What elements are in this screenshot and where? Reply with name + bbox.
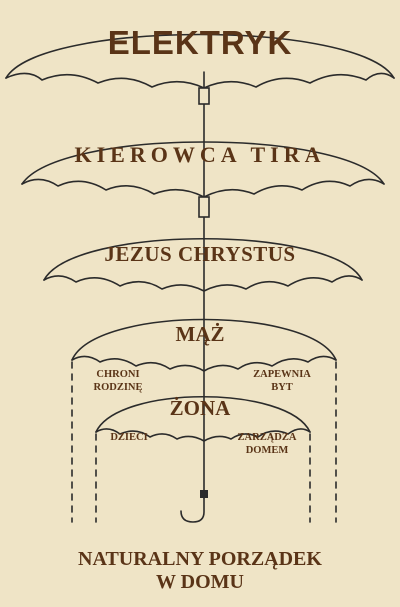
maz-left-note-line: RODZINĘ (93, 382, 143, 393)
zona-left-note: DZIECI (102, 431, 156, 444)
umbrella-label-jezus: JEZUS CHRYSTUS (104, 242, 296, 266)
umbrella-label-maz: MĄŻ (175, 322, 225, 346)
caption: NATURALNY PORZĄDEK W DOMU (0, 548, 400, 594)
umbrella-label-elektryk: ELEKTRYK (107, 24, 293, 61)
umbrella-maz (71, 318, 337, 523)
maz-right-note-line: BYT (271, 382, 293, 393)
umbrella-zona (95, 396, 311, 523)
zona-right-note-line: DOMEM (245, 445, 289, 456)
umbrella-label-zona: ŻONA (169, 396, 231, 420)
umbrella-handle (180, 495, 205, 523)
umbrella-elektryk (5, 33, 395, 105)
maz-left-note-line: CHRONI (96, 369, 140, 380)
maz-left-note: CHRONI RODZINĘ (86, 368, 150, 394)
maz-right-note: ZAPEWNIA BYT (250, 368, 314, 394)
zona-right-note-line: ZARZĄDZA (237, 432, 297, 443)
umbrella-label-kierowca: KIEROWCA TIRA (74, 142, 326, 167)
umbrella-jezus (43, 237, 363, 292)
caption-line: W DOMU (156, 571, 244, 593)
caption-line: NATURALNY PORZĄDEK (78, 548, 322, 570)
zona-right-note: ZARZĄDZA DOMEM (234, 431, 300, 457)
maz-right-note-line: ZAPEWNIA (253, 369, 311, 380)
umbrella-kierowca (21, 141, 385, 218)
zona-left-note-line: DZIECI (110, 432, 148, 443)
